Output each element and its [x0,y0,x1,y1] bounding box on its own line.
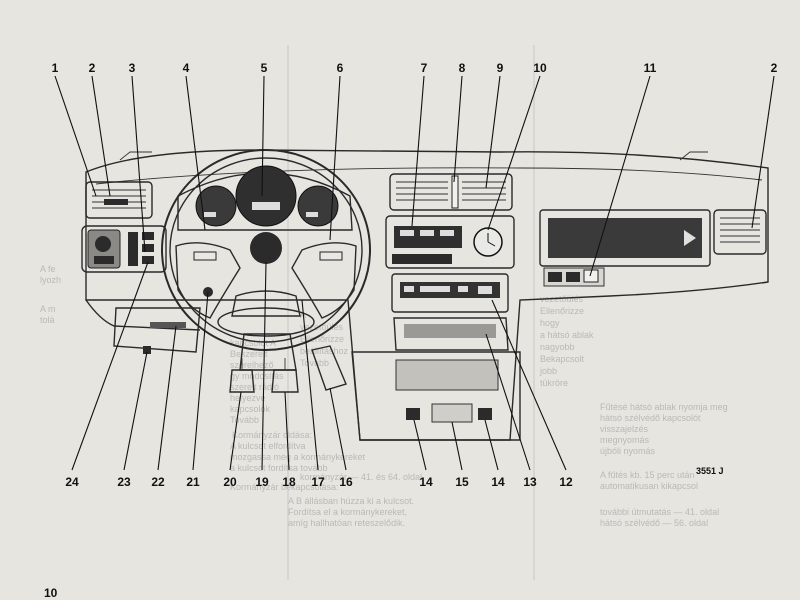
callout-7: 7 [421,61,428,75]
callout-19: 19 [255,475,269,489]
bleed-through-line: Beszerelt [230,349,268,359]
lower-left-panel [113,307,201,354]
bleed-through-line: mozgassa meg a kormánykereket [230,452,366,462]
callout-24: 24 [65,475,79,489]
callout-12: 12 [559,475,573,489]
bleed-through-line: lyozh [40,275,61,285]
pedals [229,345,347,393]
bleed-through-line: Bekapcsolt [540,354,585,364]
bleed-through-line: A kulcsot elfordítva [230,441,306,451]
callout-6: 6 [337,61,344,75]
bleed-through-line: megnyomás [600,435,650,445]
bleed-through-line: visszajelzés [600,424,649,434]
bleed-through-line: Tovább [300,358,329,368]
callout-14-left: 14 [419,475,433,489]
callout-21: 21 [186,475,200,489]
bleed-through-line: a kulcsot fordítsa tovább [230,463,328,473]
bleed-through-line: Fordítsa el a kormánykereket, [288,507,407,517]
left-switch-panel [81,225,167,273]
bleed-through-line: a hátsó ablak [540,330,594,340]
left-air-vent [85,181,153,219]
callout-17: 17 [311,475,325,489]
bleed-through-line: jobb [539,366,557,376]
bleed-through-line: amíg hallhatóan reteszelődik. [288,518,405,528]
glovebox-area [539,209,767,287]
callout-2-right: 2 [771,61,778,75]
callout-9: 9 [497,61,504,75]
callout-20: 20 [223,475,237,489]
bleed-through-line: automatikusan kikapcsol [600,481,698,491]
bleed-through-line: Ellenőrizze [300,334,344,344]
bleed-through-line: Kormányzár bekapcsolása: [230,482,339,492]
bleed-through-line: tolá [40,315,55,325]
callout-15: 15 [455,475,469,489]
callout-1: 1 [52,61,59,75]
bleed-through-line: A fűtés kb. 15 perc után [600,470,695,480]
bleed-through-line: A m [40,304,56,314]
page-number: 10 [44,586,58,600]
bleed-through-line: hátsó szélvédő kapcsolót [600,413,701,423]
callout-11: 11 [644,61,657,75]
bleed-through-line: vezetőülés [540,294,584,304]
bleed-through-line: szerelt rádió [230,382,279,392]
bleed-through-line: nagyobb [540,342,575,352]
callout-14-right: 14 [491,475,505,489]
figure-code: 3551 J [696,466,724,476]
callout-4: 4 [183,61,190,75]
steering-wheel [161,149,371,371]
bleed-through-line: beállításhoz [300,346,349,356]
callout-5: 5 [261,61,268,75]
bleed-through-line: Fűtésé hátsó ablak nyomja meg [600,402,728,412]
bleed-through-line: további útmutatás — 41. oldal [600,507,719,517]
callout-3: 3 [129,61,136,75]
bleed-through-line: vezetőülés [300,322,344,332]
bleed-through-line: gy módosítás [230,371,284,381]
bleed-through-line: újbóli nyomás [600,446,656,456]
callout-leaders [54,75,775,471]
callout-10: 10 [533,61,547,75]
callout-8: 8 [459,61,466,75]
bleed-through-line: kapcsolók [230,404,271,414]
bleed-through-line: kapcsolót A [230,338,276,348]
bleed-through-line: szerelhező [230,360,274,370]
bleed-through-line: helyezve [230,393,266,403]
callout-22: 22 [151,475,165,489]
bleed-through-line: Kormányzár oldása: [232,430,312,440]
dashboard-body [85,149,769,441]
bleed-through-line: hátsó szélvédő — 56. oldal [600,518,708,528]
bleed-through-line: tükröre [540,378,568,388]
callout-2: 2 [89,61,96,75]
bleed-through-line: Tovább [230,415,259,425]
bleed-through-line: Ellenőrizze [540,306,584,316]
bleed-through-line: A B állásban húzza ki a kulcsot. [288,496,414,506]
callout-13: 13 [523,475,537,489]
callout-18: 18 [282,475,296,489]
bleed-through-line: hogy [540,318,560,328]
callout-labels: 1 2 3 4 5 6 7 8 9 10 11 2 24 23 22 21 20… [52,61,778,489]
bleed-through-line: A fe [40,264,56,274]
callout-23: 23 [117,475,131,489]
bleed-through-line: kormányzár — 41. és 64. oldal [300,472,422,482]
callout-16: 16 [339,475,353,489]
